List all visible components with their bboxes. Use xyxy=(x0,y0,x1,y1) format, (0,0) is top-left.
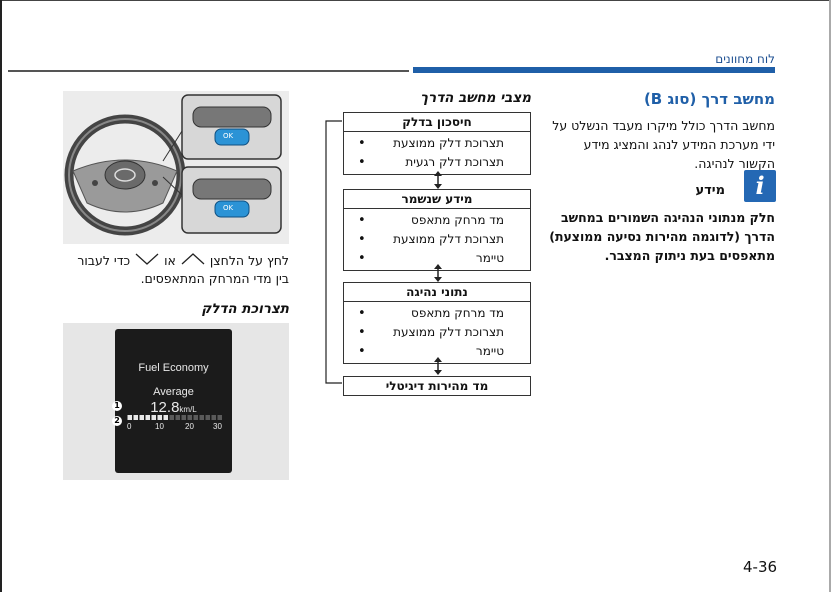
cluster-value: 12.8km/L xyxy=(115,399,232,416)
mode-box-title: מד מהירות דיגיטלי xyxy=(385,379,489,393)
scale-tick-label: 10 xyxy=(155,422,164,431)
scale-segment-unlit xyxy=(211,415,216,420)
cluster-display: Fuel Economy Average 12.8km/L 1 2 0 10 2… xyxy=(112,329,232,473)
scale-segment-lit xyxy=(139,415,144,420)
scale-segment-unlit xyxy=(181,415,186,420)
page-frame-left xyxy=(0,0,2,592)
mode-box-title: מידע שנשמר xyxy=(344,190,530,209)
scale-segment-lit xyxy=(133,415,138,420)
scale-segment-lit xyxy=(145,415,150,420)
modes-heading: מצבי מחשב הדרך xyxy=(420,90,531,106)
cluster-average-label: Average xyxy=(153,386,194,398)
page-frame-right xyxy=(829,0,831,592)
scale-segment-unlit xyxy=(199,415,204,420)
mode-item-list: מד מרחק מתאפס תצרוכת דלק ממוצעת טיימר xyxy=(344,209,530,270)
switch-text-part: לחץ על הלחצן xyxy=(209,253,289,268)
list-item: תצרוכת דלק ממוצעת xyxy=(344,230,530,249)
trip-computer-title: מחשב דרך (סוג B) xyxy=(643,90,775,108)
mode-box-fuel-economy: חיסכון בדלק תצרוכת דלק ממוצעת תצרוכת דלק… xyxy=(343,112,531,175)
page-number: 4-36 xyxy=(743,558,778,576)
list-item: טיימר xyxy=(344,342,530,361)
scale-segment-unlit xyxy=(217,415,222,420)
chevron-down-icon xyxy=(135,253,159,265)
scale-segment-lit xyxy=(163,415,168,420)
mode-box-drive-info: נתוני נהיגה מד מרחק מתאפס תצרוכת דלק ממו… xyxy=(343,282,531,364)
list-item: טיימר xyxy=(344,249,530,268)
callout-marker: 1 xyxy=(112,401,122,411)
callout-marker: 2 xyxy=(112,416,122,426)
trip-computer-intro: מחשב הדרך כולל מיקרו מעבד הנשלט על ידי מ… xyxy=(552,118,775,171)
list-item: תצרוכת דלק ממוצעת xyxy=(344,134,530,153)
double-arrow-icon xyxy=(434,171,442,189)
scale-segment-unlit xyxy=(205,415,210,420)
scale-segment-lit xyxy=(151,415,156,420)
scale-segment-lit xyxy=(127,415,132,420)
mode-item-list: תצרוכת דלק ממוצעת תצרוכת דלק רגעית xyxy=(344,132,530,174)
steering-wheel-figure: OK OK xyxy=(63,91,289,244)
mode-box-title: חיסכון בדלק xyxy=(344,113,530,132)
cluster-value-unit: km/L xyxy=(179,405,197,414)
switch-instruction: לחץ על הלחצן או כדי לעבור בין מדי המרחק … xyxy=(61,252,289,288)
scale-segment-lit xyxy=(157,415,162,420)
mode-box-title: נתוני נהיגה xyxy=(344,283,530,302)
scale-tick-label: 30 xyxy=(213,422,222,431)
scale-segment-unlit xyxy=(169,415,174,420)
list-item: תצרוכת דלק רגעית xyxy=(344,153,530,172)
mode-item-list: מד מרחק מתאפס תצרוכת דלק ממוצעת טיימר xyxy=(344,302,530,363)
switch-text-part: או xyxy=(164,253,176,268)
header-rule-blue xyxy=(413,67,775,73)
info-icon: i xyxy=(744,170,776,202)
mode-box-accumulated-info: מידע שנשמר מד מרחק מתאפס תצרוכת דלק ממוצ… xyxy=(343,189,531,271)
double-arrow-icon xyxy=(434,264,442,282)
scale-segment-unlit xyxy=(193,415,198,420)
mode-box-digital-speedometer: מד מהירות דיגיטלי xyxy=(343,376,531,396)
double-arrow-icon xyxy=(434,357,442,375)
scale-tick-label: 20 xyxy=(185,422,194,431)
header-rule-gray xyxy=(8,70,409,72)
list-item: מד מרחק מתאפס xyxy=(344,211,530,230)
cluster-title: Fuel Economy xyxy=(138,362,209,374)
fuel-scale-bar xyxy=(127,415,222,420)
section-name: לוח מחוונים xyxy=(715,52,775,66)
chevron-up-icon xyxy=(181,253,205,265)
scale-tick-label: 0 xyxy=(127,422,132,431)
scale-segment-unlit xyxy=(187,415,192,420)
list-item: תצרוכת דלק ממוצעת xyxy=(344,323,530,342)
ok-button-label: OK xyxy=(223,204,234,212)
switch-text-part: כדי לעבור בין מדי המרחק המתאפסים. xyxy=(77,253,289,286)
fuel-economy-heading: תצרוכת הדלק xyxy=(201,301,289,317)
cluster-value-number: 12.8 xyxy=(150,399,180,416)
ok-button-label: OK xyxy=(223,132,234,140)
list-item: מד מרחק מתאפס xyxy=(344,304,530,323)
page-frame-top xyxy=(0,0,831,1)
info-heading: מידע xyxy=(695,183,725,198)
info-body: חלק מנתוני הנהיגה השמורים במחשב הדרך (לד… xyxy=(549,210,775,263)
scale-segment-unlit xyxy=(175,415,180,420)
